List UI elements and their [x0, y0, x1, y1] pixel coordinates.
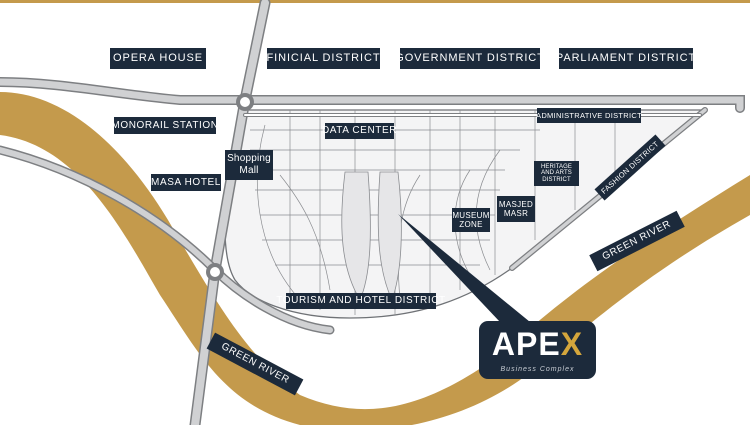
label-government-district: GOVERNMENT DISTRICT — [395, 48, 544, 69]
label-administrative-district: ADMINISTRATIVE DISTRICT — [536, 108, 642, 123]
label-masjed-masr: MASJED MASR — [497, 196, 535, 222]
apex-brand-card: APEX Business Complex — [479, 321, 596, 379]
roundabout-icon — [206, 263, 224, 281]
top-border — [0, 0, 750, 3]
label-shopping-mall: Shopping Mall — [225, 150, 273, 180]
label-parliament-district: PARLIAMENT DISTRICT — [556, 48, 695, 69]
label-museum-zone: MUSEUM ZONE — [452, 208, 490, 232]
label-heritage-district: HERITAGE AND ARTS DISTRICT — [534, 161, 579, 186]
brand-logo: APEX — [491, 326, 584, 362]
label-data-center: DATA CENTER — [322, 123, 396, 139]
label-opera-house: OPERA HOUSE — [110, 48, 206, 69]
location-pin-icon — [398, 214, 530, 322]
label-masa-hotel: MASA HOTEL — [151, 174, 221, 191]
label-monorail-station: MONORAIL STATION — [111, 117, 218, 134]
label-tourism-hotel-district: TOURISM AND HOTEL DISTRICT — [276, 293, 445, 309]
label-financial-district: FINICIAL DISTRICT — [267, 48, 380, 69]
brand-tagline: Business Complex — [500, 366, 575, 373]
roundabout-icon — [236, 93, 254, 111]
brand-logo-accent: X — [560, 326, 584, 362]
